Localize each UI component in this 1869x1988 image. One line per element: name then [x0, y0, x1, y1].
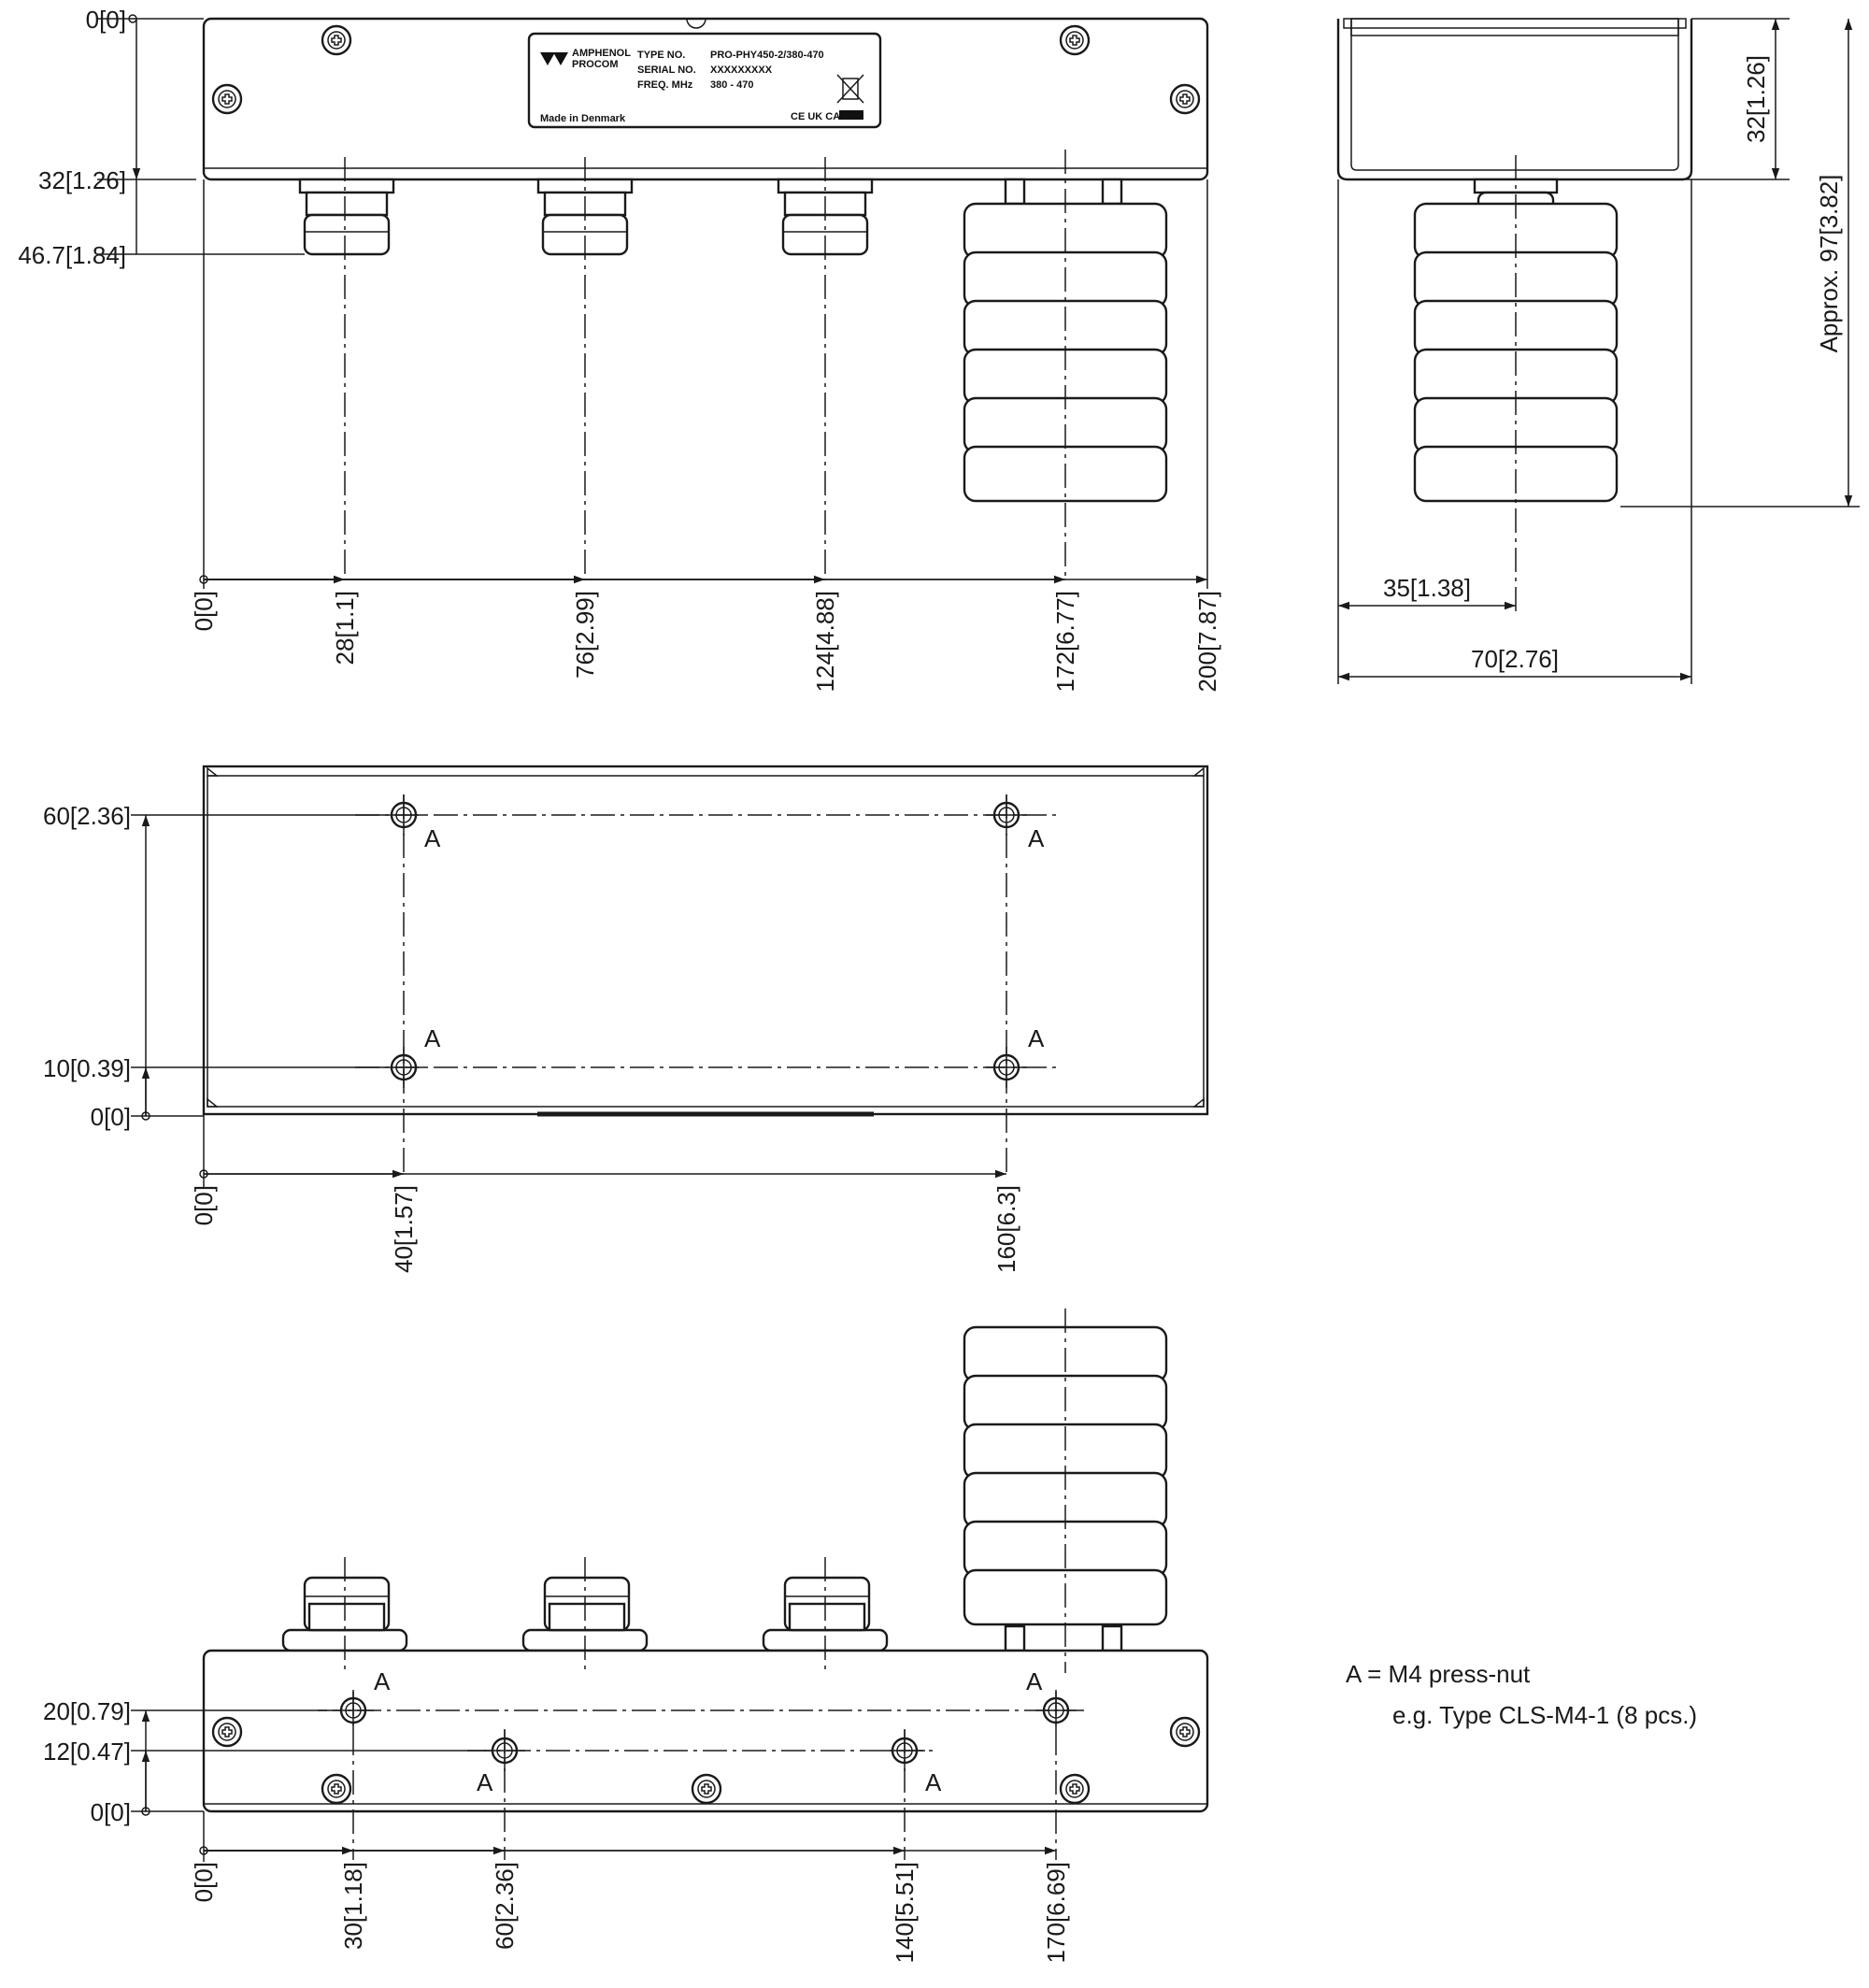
dim-bottom-v-0: 0[0] [91, 1798, 131, 1826]
nameplate-freq-key: FREQ. MHz [637, 79, 693, 91]
weee-bin-icon [836, 74, 864, 120]
hole-label-b-4: A [925, 1768, 942, 1796]
dim-side-32: 32[1.26] [1742, 55, 1770, 143]
hole-label-b-3: A [477, 1768, 493, 1796]
dim-top-h-0: 0[0] [190, 1185, 218, 1225]
side-view: 32[1.26] Approx. 97[3.82] 35[1.38] 70[2.… [1336, 18, 1860, 684]
dim-front-h-200: 200[7.87] [1193, 591, 1221, 692]
connector-1 [298, 178, 395, 256]
hole-label-b-2: A [1026, 1667, 1043, 1695]
heatsink-front [963, 178, 1168, 503]
bottom-view: A A A A 20[0.79] 12[0.47] 0[0] 0[0] 30[1… [43, 1309, 1209, 1963]
dim-front-h-0: 0[0] [190, 591, 218, 631]
dim-top-v-10: 10[0.39] [43, 1054, 131, 1082]
nameplate-serial-value: XXXXXXXXX [710, 64, 773, 76]
hole-label-a-3: A [424, 1024, 441, 1052]
dim-front-v-46: 46.7[1.84] [18, 241, 126, 269]
nameplate-brand-1: AMPHENOL [572, 48, 631, 59]
note-line-2: e.g. Type CLS-M4-1 (8 pcs.) [1392, 1701, 1697, 1729]
dim-front-v-0: 0[0] [86, 6, 126, 34]
dim-bottom-v-12: 12[0.47] [43, 1738, 131, 1766]
dim-side-70: 70[2.76] [1471, 645, 1559, 673]
nameplate-type-value: PRO-PHY450-2/380-470 [710, 50, 824, 61]
dim-side-97: Approx. 97[3.82] [1815, 175, 1843, 353]
dim-front-h-76: 76[2.99] [571, 591, 599, 679]
dim-front-h-28: 28[1.1] [331, 591, 359, 665]
hole-label-a-2: A [1028, 824, 1045, 852]
nameplate-freq-value: 380 - 470 [710, 79, 753, 91]
dim-front-v-32: 32[1.26] [38, 166, 126, 194]
hole-label-b-1: A [374, 1667, 391, 1695]
dim-bottom-h-60: 60[2.36] [491, 1862, 519, 1950]
dim-side-35: 35[1.38] [1383, 574, 1471, 602]
nameplate-brand-2: PROCOM [572, 59, 619, 70]
hole-label-a-4: A [1028, 1024, 1045, 1052]
nameplate-type-key: TYPE NO. [637, 50, 685, 61]
connector-up-1 [281, 1576, 408, 1652]
dim-bottom-h-140: 140[5.51] [891, 1862, 919, 1963]
top-view: A A A A 60[2.36] 10[0.39] 0[0] 0[0] 40[1… [43, 765, 1209, 1273]
dim-front-h-124: 124[4.88] [811, 591, 839, 692]
dim-front-h-172: 172[6.77] [1051, 591, 1079, 692]
front-view: AMPHENOL PROCOM TYPE NO. PRO-PHY450-2/38… [18, 6, 1221, 692]
dim-bottom-v-20: 20[0.79] [43, 1697, 131, 1725]
nameplate-made-in: Made in Denmark [540, 113, 626, 124]
nameplate-serial-key: SERIAL NO. [637, 64, 696, 76]
note: A = M4 press-nut e.g. Type CLS-M4-1 (8 p… [1346, 1660, 1697, 1729]
hole-label-a-1: A [424, 824, 441, 852]
dim-bottom-h-0: 0[0] [190, 1862, 218, 1902]
dim-top-h-160: 160[6.3] [992, 1185, 1020, 1273]
note-line-1: A = M4 press-nut [1346, 1660, 1531, 1688]
nameplate-marks: CE UK CA [791, 111, 840, 122]
nameplate: AMPHENOL PROCOM TYPE NO. PRO-PHY450-2/38… [527, 32, 882, 129]
dim-top-v-60: 60[2.36] [43, 802, 131, 830]
dim-bottom-h-30: 30[1.18] [339, 1862, 367, 1950]
dim-top-h-40: 40[1.57] [390, 1185, 418, 1273]
dim-top-v-0: 0[0] [91, 1103, 131, 1131]
dim-bottom-h-170: 170[6.69] [1042, 1862, 1070, 1963]
